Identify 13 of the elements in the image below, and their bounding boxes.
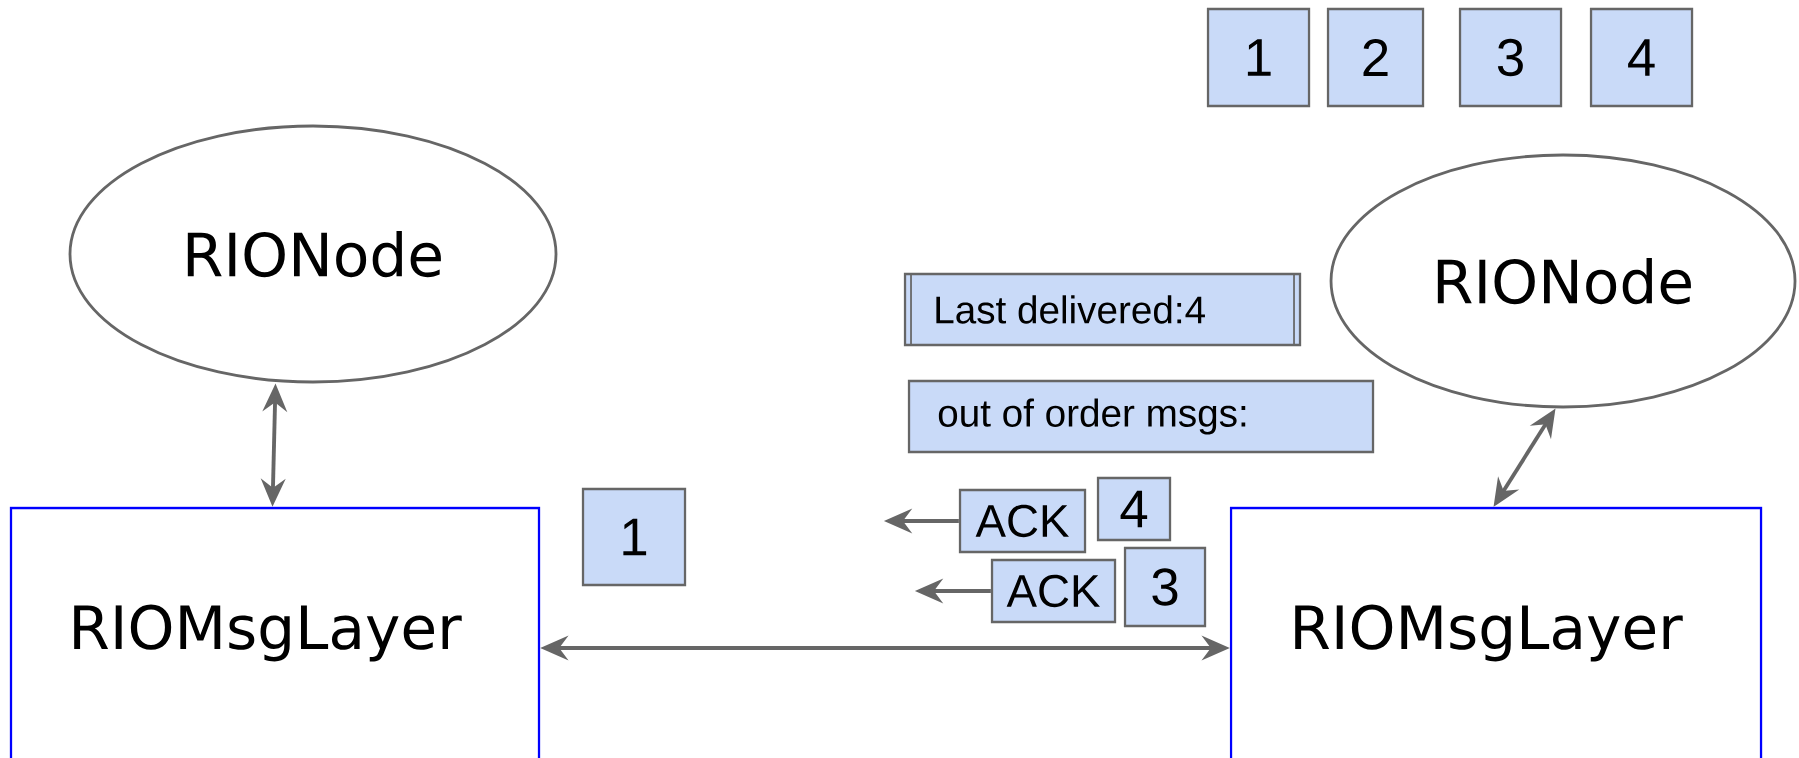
packet-box: 2	[1326, 7, 1425, 108]
status-box: out of order msgs:	[907, 379, 1375, 454]
packet-box: 3	[1458, 7, 1563, 108]
ack-box: ACK	[958, 488, 1087, 554]
status-box: Last delivered:4	[903, 272, 1302, 347]
packet-box: 1	[581, 487, 687, 587]
packet-box: 4	[1589, 7, 1694, 108]
packet-box: 4	[1096, 476, 1172, 542]
layer-box: RIOMsgLayer	[9, 506, 541, 758]
layer-box: RIOMsgLayer	[1229, 506, 1763, 758]
packet-box: 3	[1123, 546, 1207, 628]
packet-box: 1	[1206, 7, 1311, 108]
ack-box: ACK	[990, 558, 1117, 624]
